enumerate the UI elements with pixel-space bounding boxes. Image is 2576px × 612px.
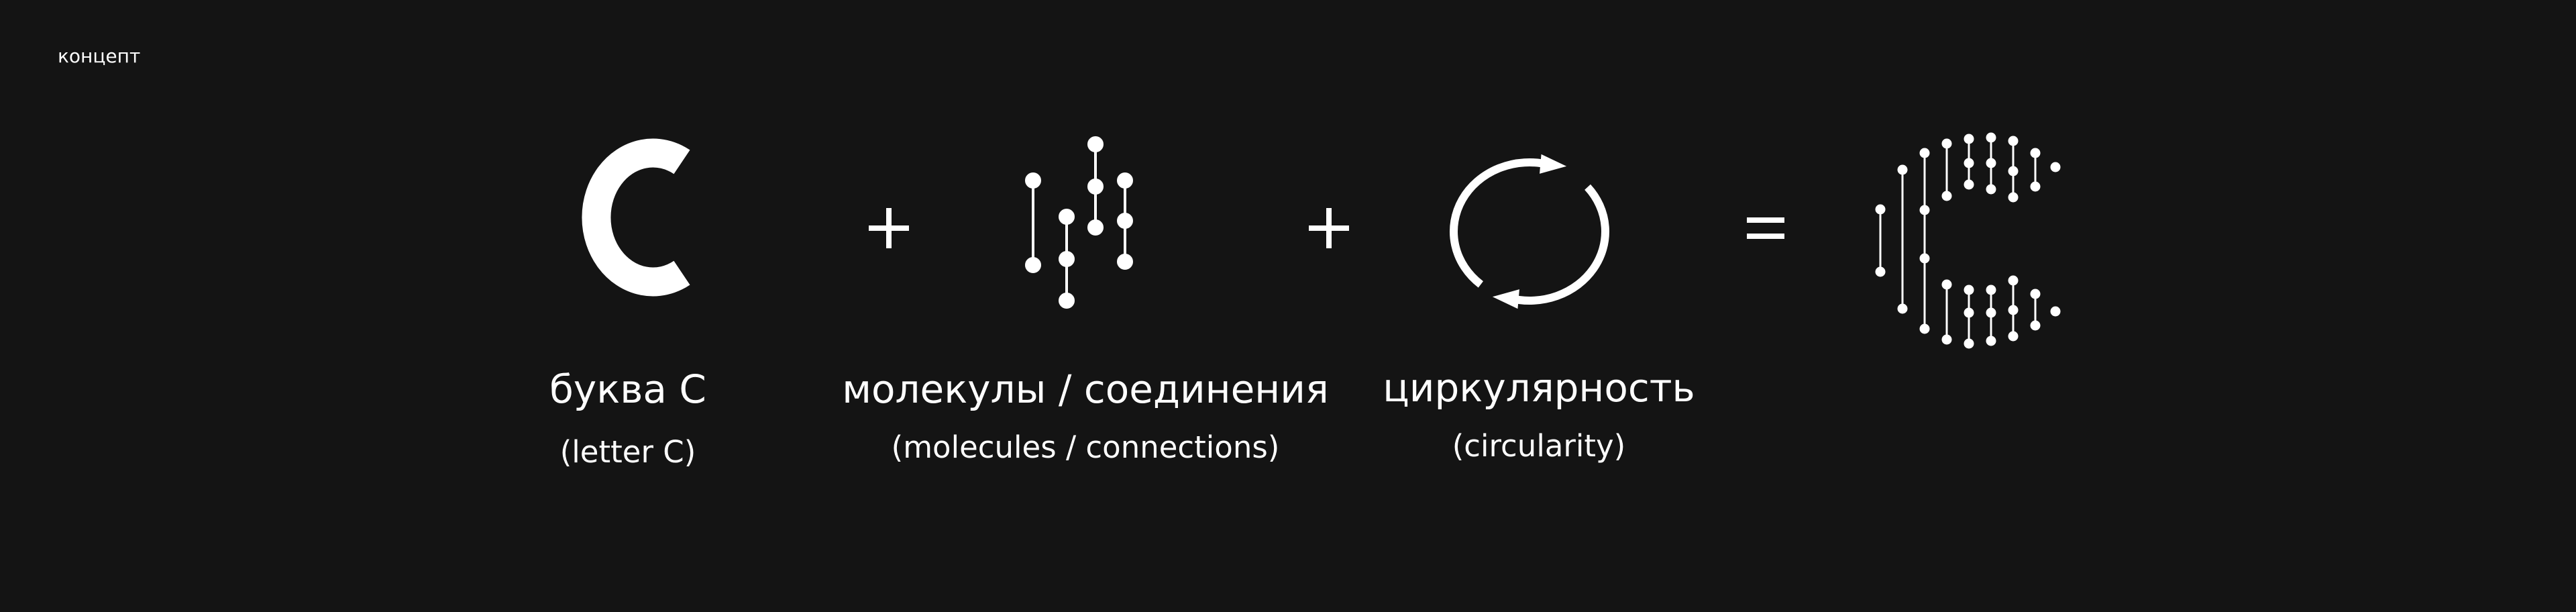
section-label: концепт: [58, 45, 141, 67]
circularity-subcaption: (circularity): [1452, 428, 1626, 464]
equals-icon: [1747, 217, 1784, 239]
molecules-subcaption: (molecules / connections): [891, 429, 1280, 465]
plus-icon: [869, 208, 909, 248]
letter-caption: буква С: [549, 366, 706, 412]
circular-arrows-icon: [1450, 154, 1609, 309]
molecule-connections-icon: [1025, 136, 1133, 309]
molecular-c-logo-icon: [1875, 132, 2061, 349]
letter-subcaption: (letter C): [559, 434, 696, 470]
molecules-caption: молекулы / соединения: [842, 366, 1329, 412]
circularity-caption: циркулярность: [1383, 365, 1695, 411]
plus-icon: [1309, 208, 1349, 248]
letter-c-icon: [582, 138, 690, 297]
